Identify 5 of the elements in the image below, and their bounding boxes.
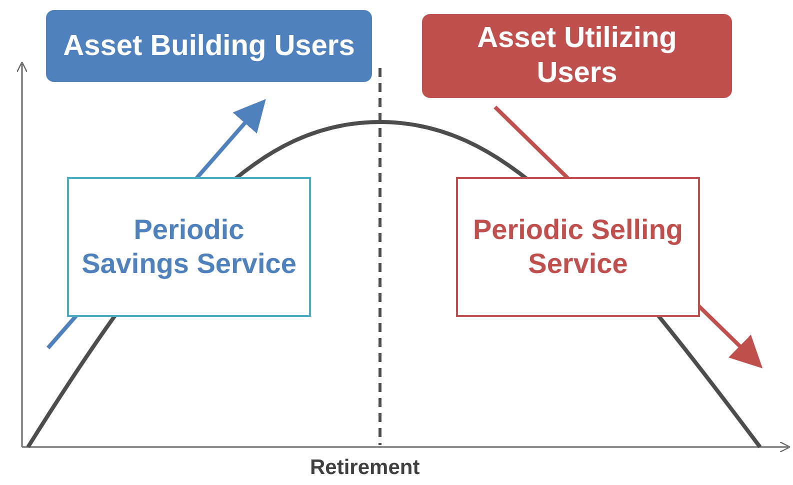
title-box: Asset Utilizing Users <box>422 14 732 98</box>
service-box: Periodic Savings Service <box>67 177 311 317</box>
axis-label: Retirement <box>310 456 420 480</box>
service-box: Periodic Selling Service <box>456 177 700 317</box>
title-box: Asset Building Users <box>46 10 372 82</box>
